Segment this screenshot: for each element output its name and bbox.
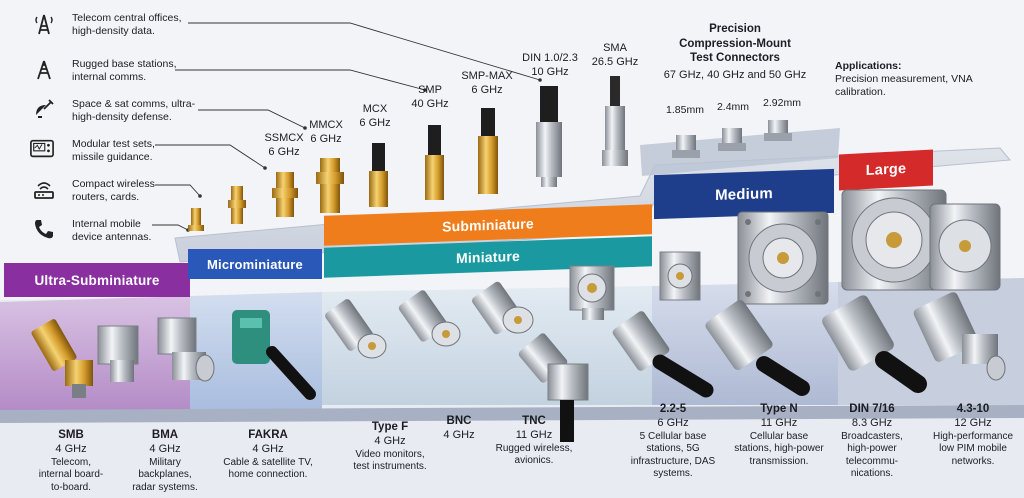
precision-freqs: 67 GHz, 40 GHz and 50 GHz (663, 69, 807, 81)
app-text-3: Space & sat comms, ultra-high-density de… (72, 98, 196, 124)
top-label-mmcx: MMCX 6 GHz (309, 119, 343, 145)
label-fakra: FAKRA 4 GHz Cable & satellite TV, home c… (223, 429, 313, 480)
din-1-0-connector (536, 86, 562, 187)
top-label-sma: SMA 26.5 GHz (591, 42, 639, 68)
din-7-16-panel-connector (841, 189, 947, 291)
sma-connector (602, 76, 628, 166)
label-4-3-10: 4.3-10 12 GHz High-performance low PIM m… (932, 403, 1014, 467)
test-set-icon (30, 139, 54, 158)
phone-icon (35, 220, 53, 239)
type-f-connector (325, 299, 387, 359)
app-text-6: Internal mobile device antennas. (72, 218, 152, 244)
medium-panel-connector (659, 251, 701, 301)
label-bma: BMA 4 GHz Military backplanes, radar sys… (132, 429, 198, 493)
precision-size-2-92: 2.92mm (763, 97, 801, 109)
mmcx-connector (316, 158, 344, 213)
router-icon (34, 182, 54, 199)
din-7-16-connector (822, 295, 927, 393)
top-label-smp-max: SMP-MAX 6 GHz (461, 70, 513, 96)
precision-size-1-85: 1.85mm (666, 104, 704, 116)
threaded-connector (472, 281, 534, 335)
label-bnc: BNC 4 GHz (443, 415, 475, 441)
label-type-f: Type F 4 GHz Video monitors, test instru… (353, 421, 427, 472)
base-station-icon (37, 60, 51, 80)
precision-2-4-connector (718, 128, 746, 151)
band-ultra-subminiature: Ultra-Subminiature (4, 263, 190, 297)
top-label-ssmcx: SSMCX 6 GHz (264, 132, 304, 158)
precision-1-85-connector (672, 135, 700, 158)
smb-connector (31, 319, 93, 398)
precision-title: Precision Compression-Mount Test Connect… (679, 23, 791, 65)
app-text-2: Rugged base stations, internal comms. (72, 58, 177, 84)
top-label-din-1-0: DIN 1.0/2.3 10 GHz (522, 52, 578, 78)
bma-connector-2 (157, 317, 215, 382)
connector-4-3-10-panel (929, 203, 1001, 291)
top-label-smp: SMP 40 GHz (411, 84, 449, 110)
tnc-connector (518, 333, 589, 442)
precision-size-2-4: 2.4mm (716, 101, 750, 113)
tower-icon (35, 14, 53, 35)
label-smb: SMB 4 GHz Telecom, internal board-to-boa… (38, 429, 104, 493)
connector-4-3-10 (913, 292, 1006, 381)
ssmcx-connector (272, 172, 298, 217)
label-din-7-16: DIN 7/16 8.3 GHz Broadcasters, high-powe… (841, 403, 903, 479)
app-text-4: Modular test sets, missile guidance. (72, 138, 155, 164)
app-text-5: Compact wireless routers, cards. (72, 178, 155, 204)
tiny-connector-1 (188, 208, 204, 231)
fakra-connector (232, 310, 316, 400)
mcx-connector (369, 143, 388, 207)
bma-connector (97, 325, 139, 382)
bnc-connector (398, 290, 461, 347)
satellite-icon (36, 99, 54, 118)
label-tnc: TNC 11 GHz Rugged wireless, avionics. (495, 415, 573, 466)
top-label-mcx: MCX 6 GHz (359, 103, 391, 129)
panel-connector (569, 265, 615, 320)
smp-max-connector (478, 108, 498, 194)
label-2-2-5: 2.2-5 6 GHz 5 Cellular base stations, 5G… (630, 403, 716, 479)
applications-right: Applications: Precision measurement, VNA… (835, 60, 973, 99)
band-microminiature: Microminiature (188, 249, 322, 279)
connector-2-2-5 (612, 311, 714, 398)
precision-2-92-connector (764, 120, 792, 141)
tiny-connector-2 (228, 186, 246, 224)
label-type-n: Type N 11 GHz Cellular base stations, hi… (734, 403, 824, 467)
type-n-panel-connector (737, 211, 829, 305)
type-n-connector (705, 300, 810, 396)
app-text-1: Telecom central offices, high-density da… (72, 12, 182, 38)
smp-connector (425, 125, 444, 200)
